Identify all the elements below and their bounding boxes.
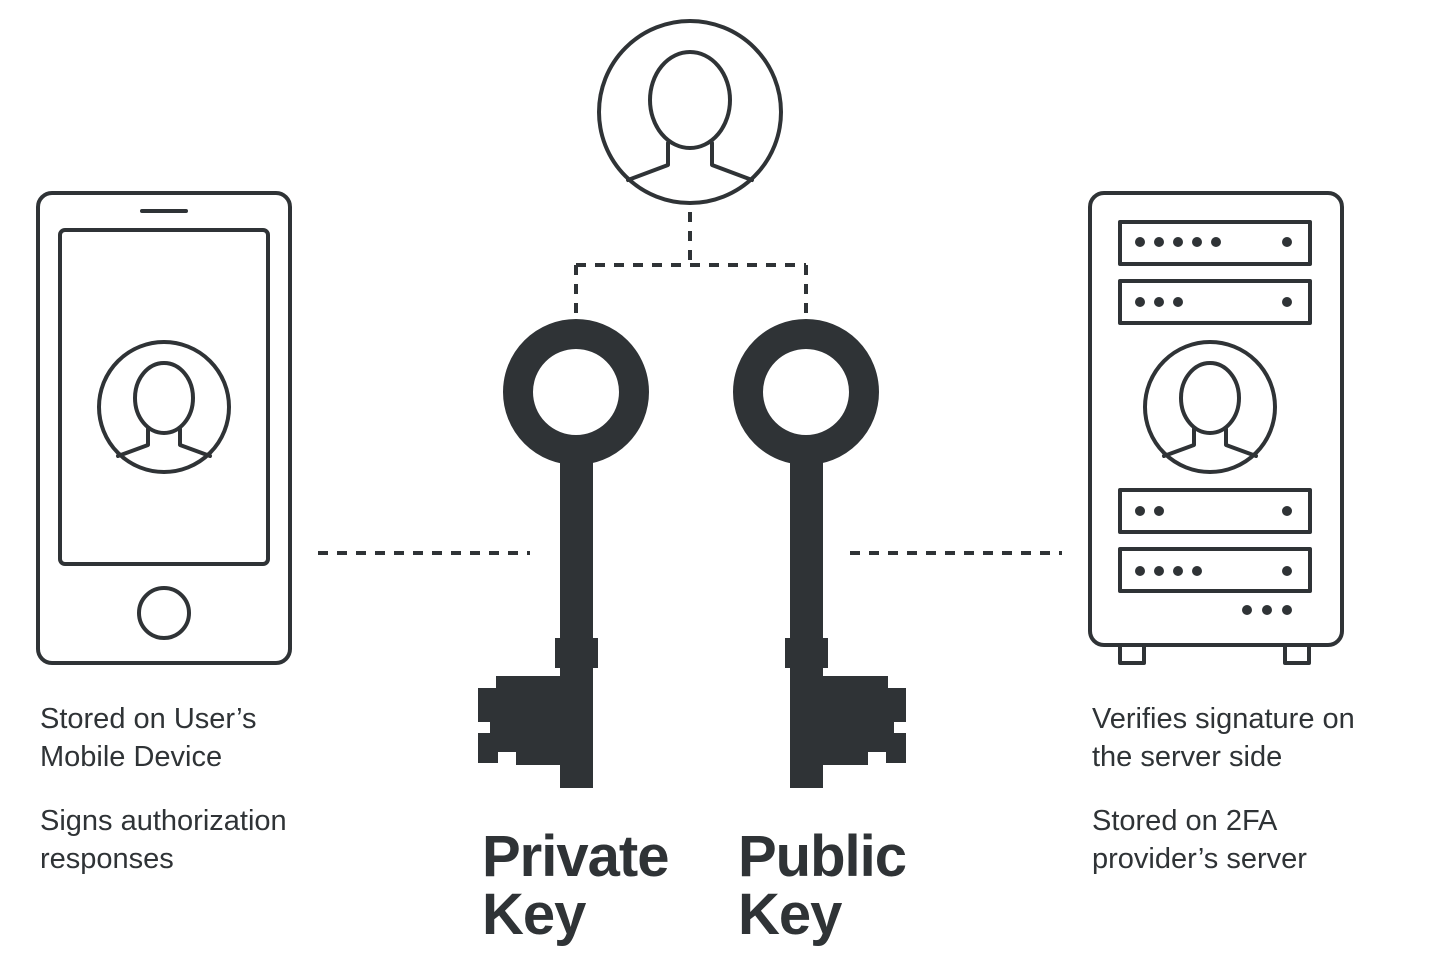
mobile-phone-icon — [36, 191, 292, 665]
top-user-circle — [597, 19, 783, 205]
private-key-icon — [478, 319, 649, 788]
right-caption-line-4: provider’s server — [1092, 843, 1307, 875]
right-caption-group-2: Stored on 2FA provider’s server — [1092, 802, 1307, 878]
phone-user-circle — [97, 340, 231, 474]
left-caption-line-2: Mobile Device — [40, 741, 223, 773]
server-user-circle — [1143, 340, 1277, 474]
phone-home-button — [137, 586, 191, 640]
top-user-icon — [597, 19, 783, 205]
top-user-shoulders — [626, 141, 754, 182]
server-tower-icon — [1088, 191, 1344, 665]
phone-screen — [58, 228, 270, 566]
left-caption-line-3: Signs authorization — [40, 805, 287, 837]
server-drive-2 — [1118, 279, 1312, 325]
left-caption-group-2: Signs authorization responses — [40, 802, 287, 878]
server-drive-3 — [1118, 488, 1312, 534]
right-caption-line-3: Stored on 2FA — [1092, 805, 1278, 837]
server-user-head — [1179, 361, 1241, 435]
right-caption-line-2: the server side — [1092, 741, 1283, 773]
left-caption-line-4: responses — [40, 843, 174, 875]
private-key-label: Private Key — [482, 824, 669, 947]
server-body — [1088, 191, 1344, 647]
left-caption-line-1: Stored on User’s — [40, 703, 257, 735]
phone-user-shoulders — [116, 427, 212, 458]
server-foot-left — [1118, 643, 1146, 665]
public-key-icon — [733, 319, 906, 788]
server-user-shoulders — [1162, 427, 1258, 458]
public-key-label-line-1: Public — [738, 824, 907, 889]
right-caption-line-1: Verifies signature on — [1092, 703, 1355, 735]
public-key-label-line-2: Key — [738, 882, 842, 947]
public-key-label: Public Key — [738, 824, 907, 947]
phone-body — [36, 191, 292, 665]
server-indicator-lights — [1135, 237, 1292, 615]
right-caption-group-1: Verifies signature on the server side — [1092, 700, 1355, 776]
server-drive-4 — [1118, 547, 1312, 593]
phone-user-head — [133, 361, 195, 435]
private-key-label-line-1: Private — [482, 824, 669, 889]
server-foot-right — [1283, 643, 1311, 665]
left-caption-group-1: Stored on User’s Mobile Device — [40, 700, 257, 776]
user-to-keys-connector — [574, 212, 808, 320]
private-key-label-line-2: Key — [482, 882, 586, 947]
server-drive-1 — [1118, 220, 1312, 266]
top-user-head — [648, 50, 732, 150]
